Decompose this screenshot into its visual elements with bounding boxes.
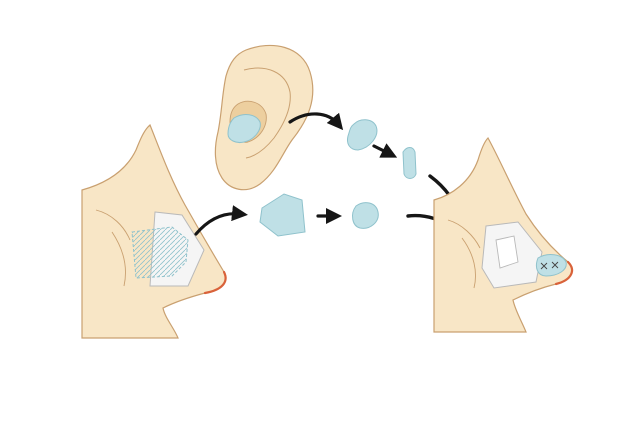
- ear: [214, 44, 314, 191]
- suture-marks: [540, 261, 559, 270]
- right-cheek-fold: [447, 219, 481, 289]
- right-nostril-rim: [554, 260, 574, 286]
- left-septal-cartilage-outline: [131, 226, 189, 279]
- ear-cartilage-shaped: [347, 119, 378, 151]
- ear-cartilage-strut: [402, 147, 417, 179]
- left-nostril-rim: [203, 270, 227, 295]
- septum-to-harvest-arrow: [194, 205, 248, 236]
- ear-cartilage-harvest: [227, 114, 261, 143]
- ear-to-harvest-arrow: [288, 112, 344, 131]
- harvest-to-strut-arrow: [372, 143, 398, 158]
- tip-graft: [535, 254, 567, 277]
- left-nose-profile: [81, 124, 227, 339]
- right-nose-profile: [433, 137, 574, 333]
- right-septum-reconstructed: [495, 235, 519, 269]
- septal-cartilage-shaped: [352, 202, 379, 229]
- septal-cartilage-harvest: [259, 193, 306, 237]
- ear-antihelix: [243, 67, 291, 159]
- left-cheek-fold: [95, 209, 131, 287]
